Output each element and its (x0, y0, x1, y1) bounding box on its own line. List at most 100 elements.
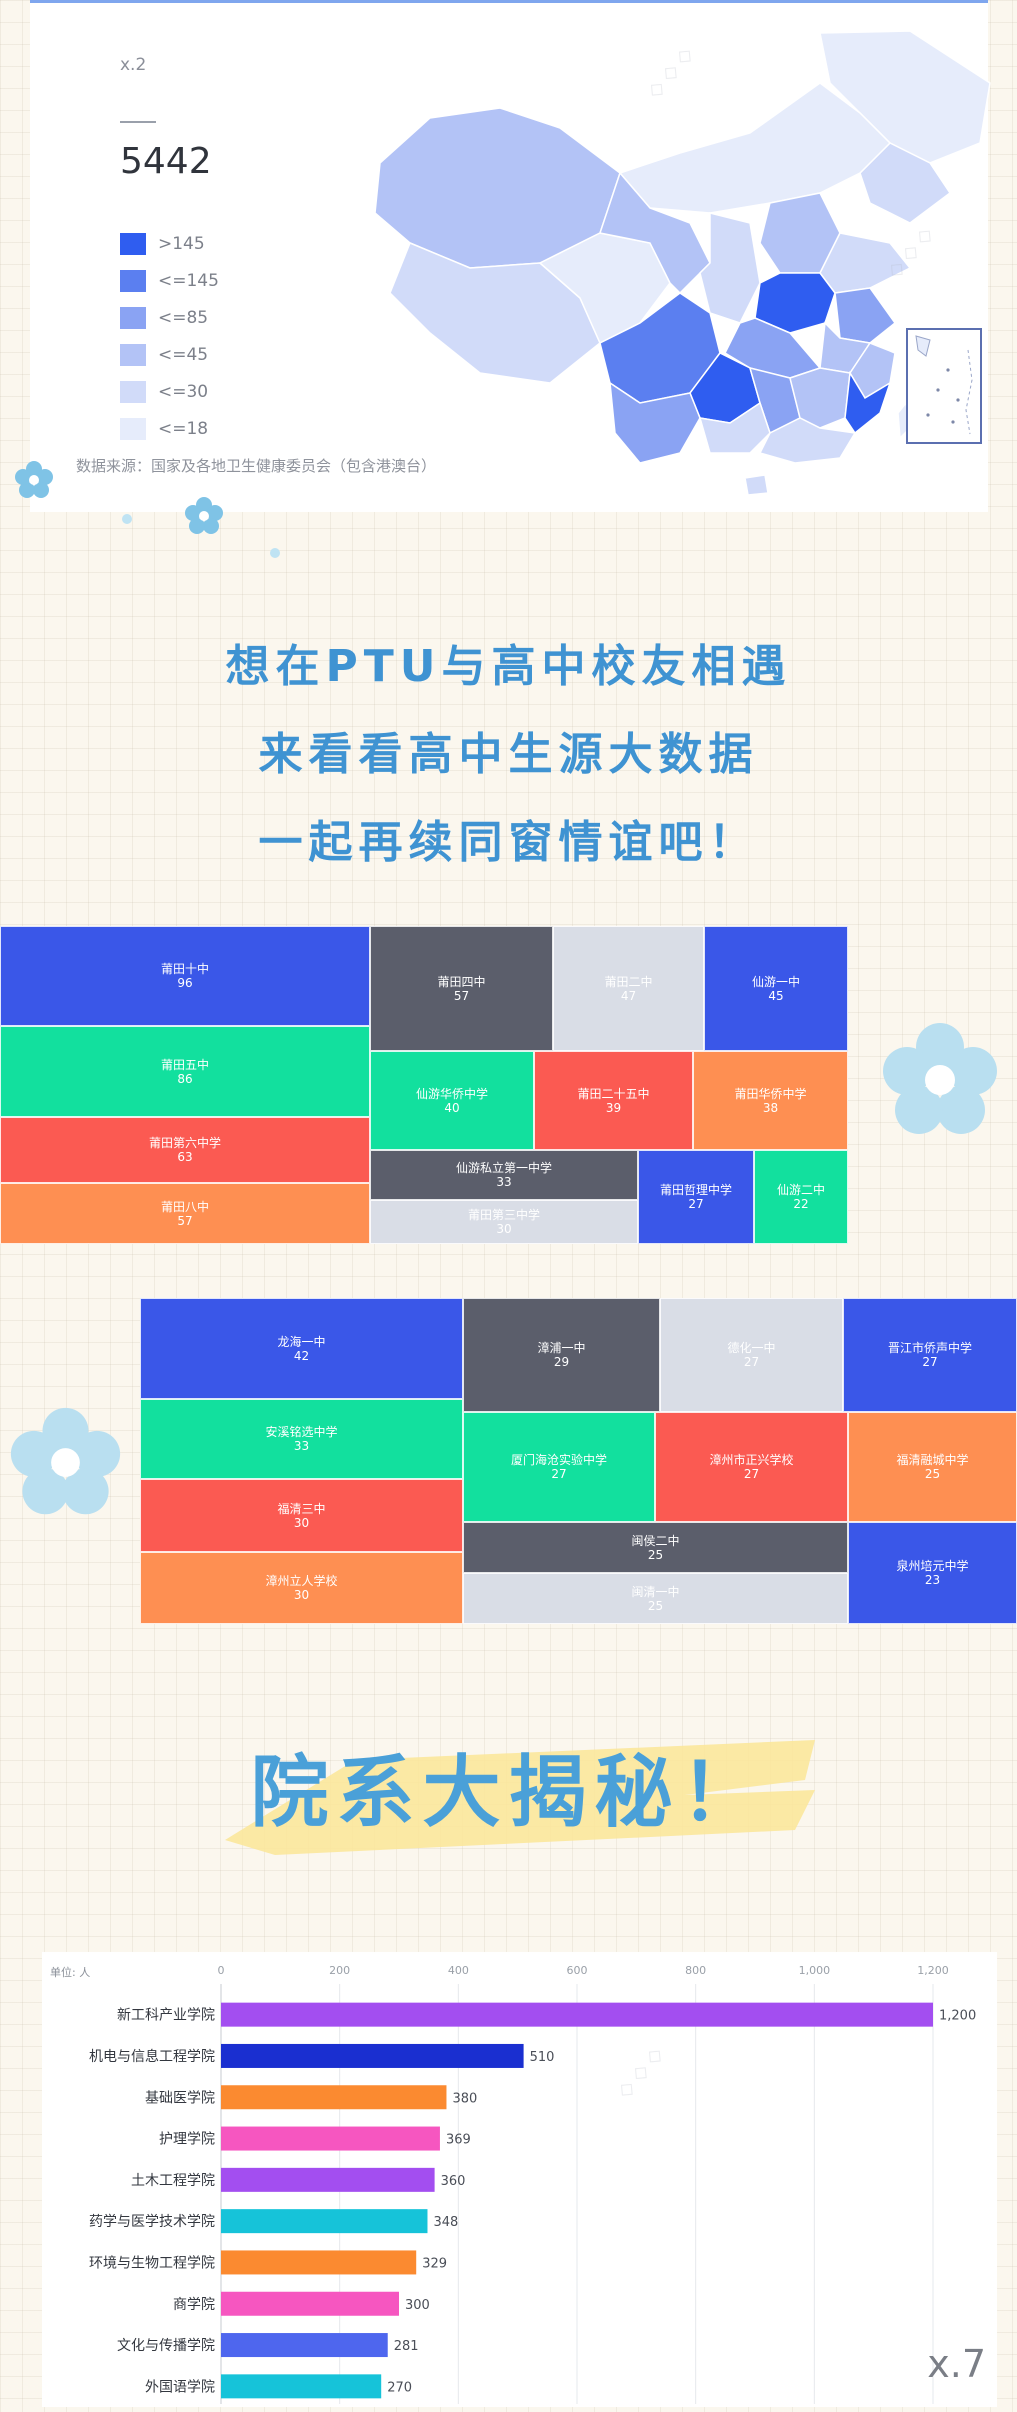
x-tick-label: 400 (448, 1964, 469, 1977)
region-inner-mongolia (618, 82, 892, 214)
legend-swatch (120, 381, 146, 403)
map-total: 5442 (120, 141, 212, 182)
highlight-brush-stroke (225, 1740, 815, 1855)
x-tick-label: 200 (329, 1964, 350, 1977)
region-tibet (389, 242, 601, 384)
bar (221, 2043, 524, 2068)
legend-swatch (120, 344, 146, 366)
legend-label: <=18 (158, 419, 209, 439)
bar (221, 2209, 428, 2234)
legend-swatch (120, 418, 146, 440)
category-label: 新工科产业学院 (117, 2008, 215, 2024)
department-bar-chart: 单位: 人 0 200 400 600 800 1,000 1,200 新工科产业学院 1,200… (42, 1952, 997, 2407)
bar (221, 2085, 447, 2110)
flower-icon (883, 1023, 997, 1134)
bar (221, 2333, 388, 2358)
category-label: 文化与传播学院 (117, 2338, 215, 2354)
category-label: 商学院 (173, 2297, 215, 2313)
x-tick-label: 1,200 (917, 1964, 949, 1977)
category-label: 机电与信息工程学院 (89, 2048, 215, 2065)
bar-value-label: 1,200 (939, 2009, 976, 2024)
bar (221, 2002, 933, 2027)
legend-label: <=145 (158, 271, 219, 291)
legend-swatch (120, 233, 146, 255)
legend-item: <=30 (120, 381, 208, 403)
south-china-sea-inset (906, 328, 982, 444)
bar-value-label: 510 (530, 2050, 555, 2065)
bar-value-label: 281 (394, 2339, 419, 2354)
legend-item: <=85 (120, 307, 208, 329)
bar-value-label: 270 (387, 2380, 412, 2395)
dot-decoration (122, 514, 132, 524)
map-scale-label: x.2 (120, 55, 147, 75)
flower-icon (15, 461, 53, 498)
legend-label: >145 (158, 234, 205, 254)
corner-label: x.7 (927, 2342, 986, 2386)
bar (221, 2374, 382, 2399)
legend-label: <=30 (158, 382, 209, 402)
headline-line-1: 想在PTU与高中校友相遇 (225, 641, 792, 692)
legend-swatch (120, 270, 146, 292)
x-tick-label: 1,000 (799, 1964, 831, 1977)
dot-decoration (270, 548, 280, 558)
region-shaanxi (699, 212, 761, 324)
legend-item: <=145 (120, 270, 219, 292)
legend-label: <=45 (158, 345, 209, 365)
region-guangdong (758, 417, 857, 464)
bar (221, 2126, 440, 2151)
legend-item: <=45 (120, 344, 208, 366)
bar (221, 2250, 417, 2275)
region-jiangsu (834, 287, 897, 344)
china-choropleth-map (374, 30, 991, 496)
bar-chart-svg: 单位: 人 0 200 400 600 800 1,000 1,200 新工科产业学院 1,200… (50, 1964, 986, 2404)
category-label: 基础医学院 (145, 2089, 215, 2106)
flower-icon (10, 1407, 121, 1515)
bar-value-label: 348 (433, 2215, 458, 2230)
category-label: 土木工程学院 (131, 2173, 215, 2189)
bar-value-label: 360 (441, 2174, 466, 2189)
category-label: 药学与医学技术学院 (89, 2214, 215, 2230)
bar-value-label: 369 (446, 2133, 471, 2148)
map-data-source: 数据来源：国家及各地卫生健康委员会（包含港澳台） (76, 457, 437, 475)
bar-value-label: 300 (405, 2298, 430, 2313)
legend-item: <=18 (120, 418, 208, 440)
region-yunnan (609, 381, 701, 464)
bar-value-label: 329 (422, 2256, 447, 2271)
legend-item: >145 (120, 233, 205, 255)
map-panel: x.2 5442 >145 <=145 <=85 <=45 <=30 <=18 (30, 0, 991, 512)
x-tick-label: 800 (685, 1964, 706, 1977)
category-label: 护理学院 (159, 2132, 215, 2148)
category-label: 环境与生物工程学院 (89, 2255, 215, 2271)
legend-swatch (120, 307, 146, 329)
legend-label: <=85 (158, 308, 209, 328)
unit-label: 单位: 人 (50, 1965, 90, 1979)
map-divider (120, 121, 156, 123)
headline-line-3: 一起再续同窗情谊吧！ (258, 817, 759, 868)
region-hainan (744, 474, 769, 496)
category-label: 外国语学院 (145, 2379, 215, 2395)
x-tick-label: 0 (218, 1964, 225, 1977)
x-tick-label: 600 (567, 1964, 588, 1977)
section-title: 院系大揭秘！ (250, 1748, 767, 1838)
